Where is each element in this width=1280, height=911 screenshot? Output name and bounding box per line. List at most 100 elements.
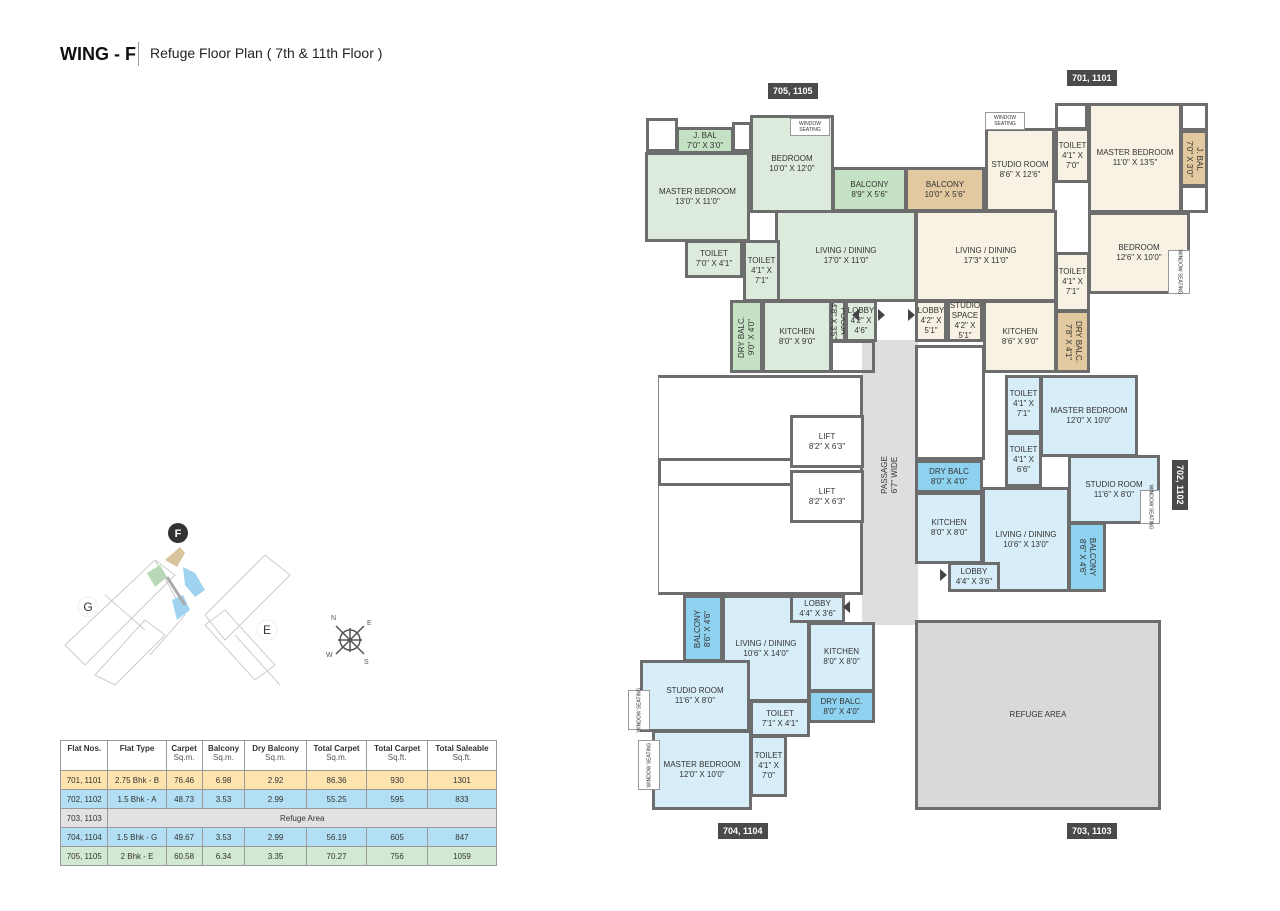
room-d-win2: WINDOW SEATING: [638, 740, 660, 790]
room-name: TOILET: [754, 751, 783, 760]
room-name: DRY BALC: [929, 466, 969, 476]
room-dimensions: 4'1" X 7'0": [758, 761, 779, 780]
room-name: WINDOW SEATING: [646, 742, 652, 788]
table-cell: Refuge Area: [107, 808, 497, 828]
room-dimensions: 8'2" X 6'3": [808, 496, 846, 506]
room-dimensions: 4'2" X 5'1": [954, 321, 976, 340]
plan-subtitle: Refuge Floor Plan ( 7th & 11th Floor ): [150, 45, 383, 61]
table-cell: 2.92: [244, 770, 307, 790]
room-name: WINDOW SEATING: [636, 687, 642, 733]
room-name: LOBBY: [804, 599, 831, 608]
room-label: DRY BALC.8'0" X 4'0": [821, 697, 863, 717]
unit-tag-701: 701, 1101: [1067, 70, 1117, 86]
duct-shaft: [830, 340, 875, 373]
room-name: TOILET: [700, 249, 728, 258]
room-dimensions: 4'1" X 7'1": [751, 266, 772, 285]
room-name: LOBBY: [847, 306, 875, 315]
key-plan: F G E N E S W: [64, 523, 372, 686]
room-label: WINDOW SEATING: [1176, 250, 1182, 295]
room-label: WINDOW SEATING: [636, 688, 642, 733]
room-refuge: REFUGE AREA: [915, 620, 1161, 810]
room-name: STUDIO ROOM: [991, 160, 1049, 169]
room-name: MASTER BEDROOM: [1096, 148, 1174, 157]
room-dimensions: 12'0" X 10'0": [1066, 416, 1112, 425]
room-dimensions: 8'0" X 8'0": [930, 528, 968, 537]
wing-label-e: E: [263, 623, 271, 637]
room-label: WINDOW SEATING: [646, 743, 652, 788]
room-name: LIVING / DINING: [995, 529, 1057, 539]
compass-icon: N E S W: [326, 615, 372, 666]
room-b-win: WINDOW SEATING: [985, 112, 1025, 130]
room-name: TOILET: [1009, 444, 1038, 454]
room-dimensions: 4'1" X 7'1": [1062, 277, 1083, 296]
table-cell: 2.99: [244, 827, 307, 847]
room-dimensions: 13'0" X 11'0": [675, 197, 720, 206]
room-name: MASTER BEDROOM: [659, 187, 736, 196]
room-dimensions: 4'2" X 4'6": [850, 316, 872, 335]
table-cell: 756: [366, 846, 428, 866]
table-cell: 6.34: [201, 846, 246, 866]
room-dimensions: 8'9" X 5'6": [851, 189, 888, 199]
room-dimensions: 10'0" X 12'0": [769, 164, 815, 173]
duct-shaft: [1180, 103, 1208, 131]
table-cell: 605: [366, 827, 428, 847]
room-a-dry: DRY BALC.9'0" X 4'0": [730, 300, 763, 373]
room-label: DRY BALC.7'8" X 4'1": [1063, 321, 1083, 363]
room-dimensions: 8'6" X 4'6": [1078, 538, 1088, 576]
room-dimensions: 4'2" X 5'1": [920, 316, 942, 335]
room-dimensions: 12'6" X 10'0": [1116, 253, 1162, 262]
room-name: LOBBY: [960, 567, 988, 576]
room-name: LIVING / DINING: [815, 246, 877, 255]
key-plan-wing-f: [147, 547, 205, 620]
room-dimensions: 7'0" X 3'0": [1185, 140, 1194, 177]
table-cell: 3.35: [244, 846, 307, 866]
room-name: STUDIO ROOM: [1085, 479, 1143, 489]
table-cell: 70.27: [305, 846, 368, 866]
room-label: WINDOW SEATING: [986, 115, 1024, 127]
table-cell: 6.98: [201, 770, 246, 790]
room-dimensions: 4'1" X 6'6": [1013, 454, 1034, 474]
room-dimensions: 10'0" X 5'6": [924, 189, 966, 199]
room-dimensions: 4'1" X 7'1": [1013, 399, 1034, 418]
table-cell: 86.36: [305, 770, 368, 790]
room-d-dry: DRY BALC.8'0" X 4'0": [808, 690, 875, 723]
room-name: WINDOW SEATING: [799, 121, 821, 133]
duct-shaft: [732, 122, 752, 152]
room-dimensions: 8'6" X 12'6": [999, 170, 1041, 179]
unit-tag-704: 704, 1104: [718, 823, 768, 839]
column-header: Flat Nos.: [59, 740, 109, 771]
room-name: TOILET: [766, 708, 794, 718]
entry-arrow-icon: [843, 601, 850, 613]
